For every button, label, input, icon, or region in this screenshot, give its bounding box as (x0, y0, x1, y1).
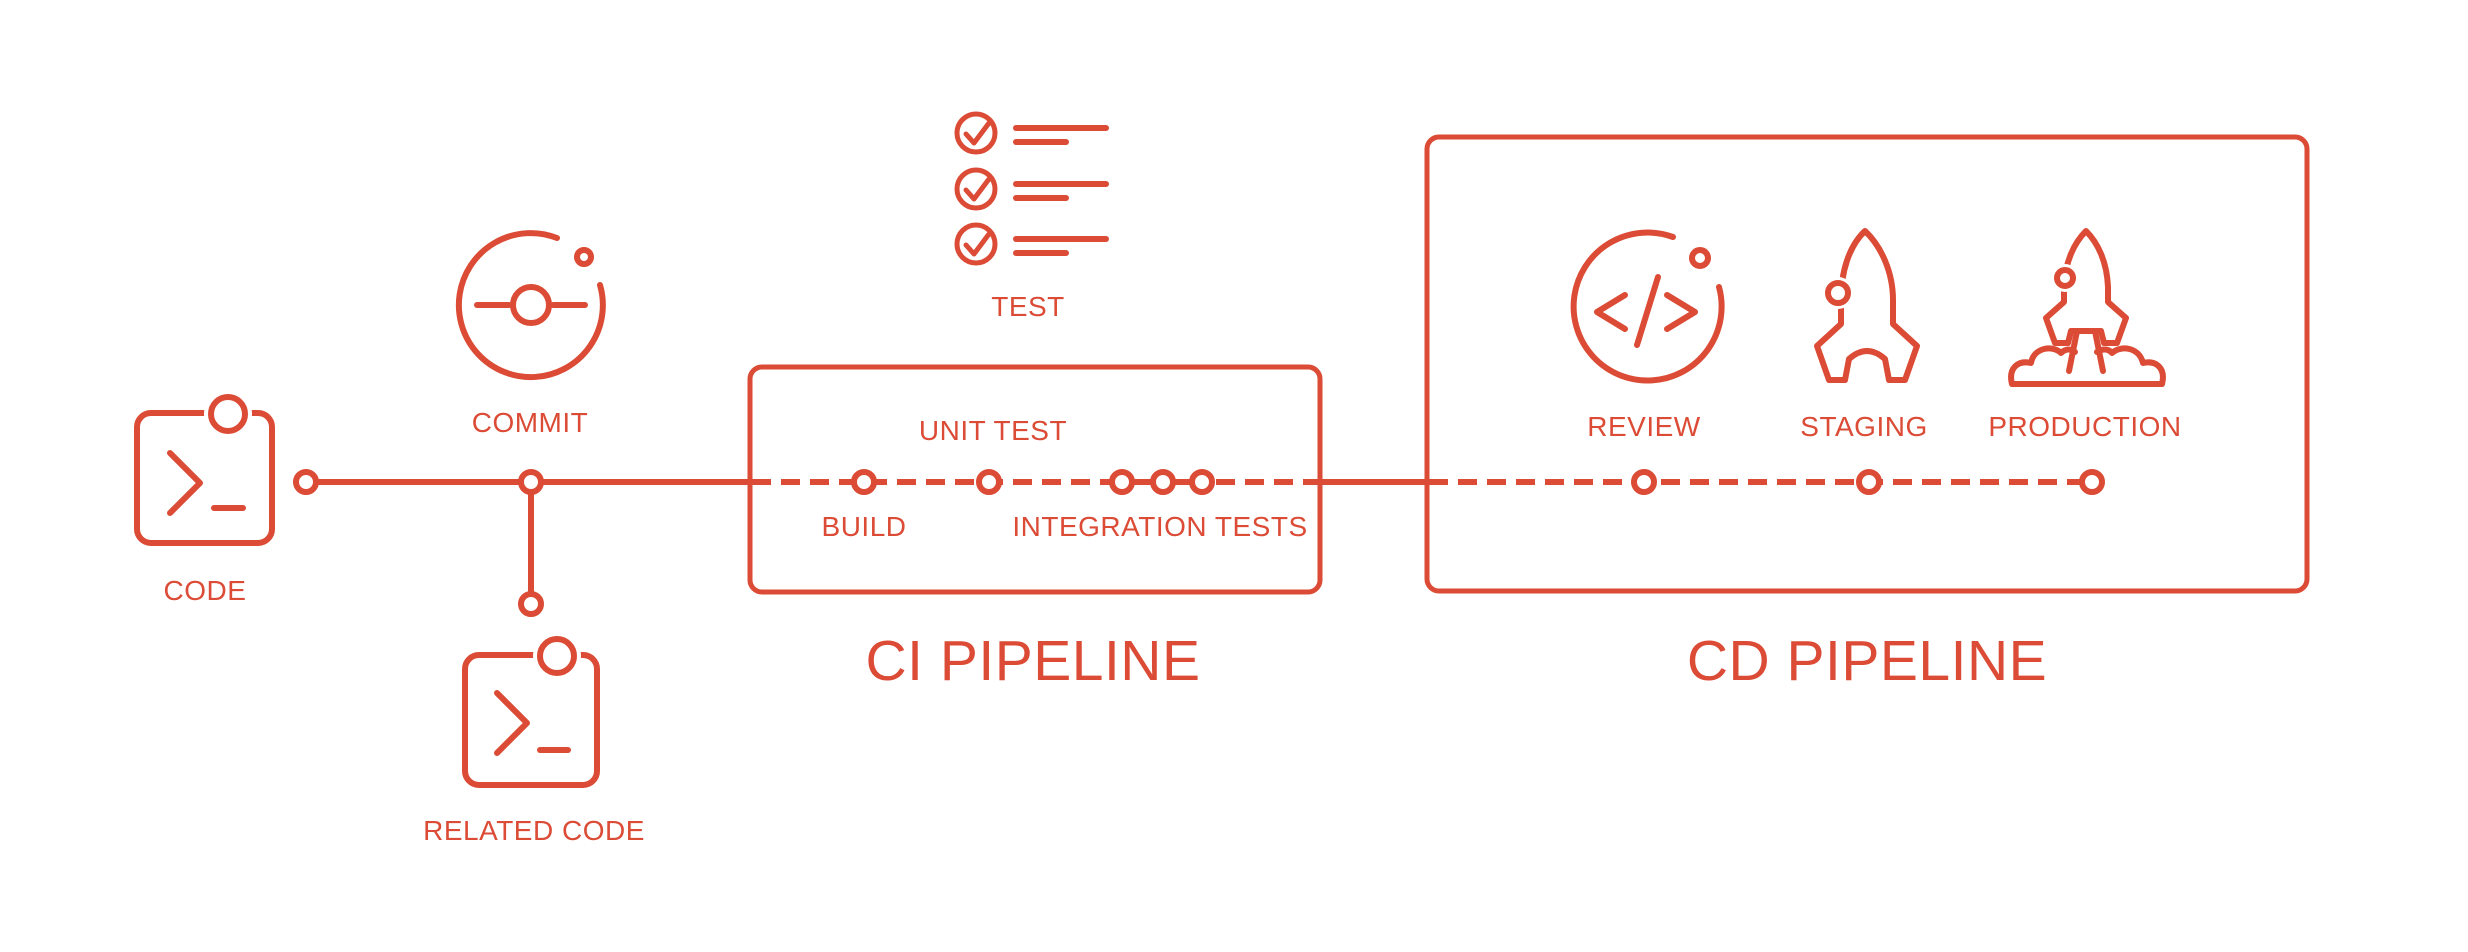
ci-pipeline-title: CI PIPELINE (865, 629, 1201, 693)
staging-label: STAGING (1800, 411, 1928, 442)
pin-dot (537, 636, 577, 676)
orbit-dot (1689, 247, 1711, 269)
terminal-window-icon-related (462, 632, 600, 788)
cd-pipeline-box (1424, 134, 2310, 594)
unit-test-node (976, 469, 1002, 495)
rocket-launch-icon (2008, 228, 2166, 387)
build-node (851, 469, 877, 495)
code-label: CODE (163, 575, 247, 606)
pipeline-nodes (293, 469, 2105, 617)
integration-tests-label: INTEGRATION TESTS (1012, 511, 1308, 542)
ci-pipeline-box (747, 364, 1323, 595)
start-node (293, 469, 319, 495)
porthole (2054, 267, 2076, 289)
pin-dot (208, 394, 248, 434)
related-code-node (518, 591, 544, 617)
integration-test-node-1 (1109, 469, 1135, 495)
build-label: BUILD (821, 511, 907, 542)
review-node (1631, 469, 1657, 495)
code-review-icon (1570, 229, 1725, 384)
orbit-dot (574, 247, 594, 267)
production-label: PRODUCTION (1988, 411, 2182, 442)
terminal-window-icon (134, 390, 275, 546)
review-label: REVIEW (1587, 411, 1701, 442)
unit-test-label: UNIT TEST (918, 415, 1068, 446)
commit-circle (510, 284, 552, 326)
porthole (1825, 280, 1851, 306)
checklist-icon (954, 111, 1109, 266)
commit-label: COMMIT (471, 407, 589, 438)
staging-node (1856, 469, 1882, 495)
production-node (2079, 469, 2105, 495)
commit-node (518, 469, 544, 495)
smoke-cloud (2008, 345, 2166, 387)
integration-test-node-3 (1189, 469, 1215, 495)
integration-test-node-2 (1150, 469, 1176, 495)
test-label: TEST (991, 291, 1065, 322)
cd-pipeline-title: CD PIPELINE (1686, 629, 2048, 693)
git-commit-orbit-icon (455, 230, 606, 381)
related-code-label: RELATED CODE (423, 815, 645, 846)
rocket-icon (1814, 228, 1920, 383)
